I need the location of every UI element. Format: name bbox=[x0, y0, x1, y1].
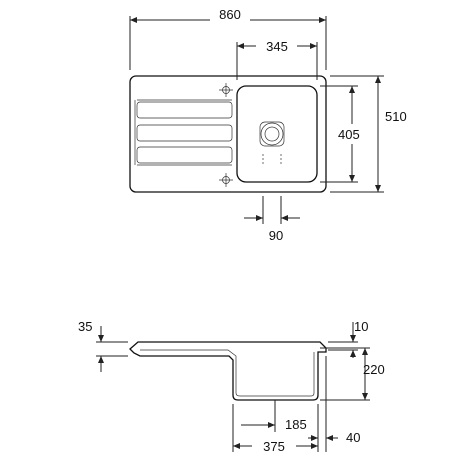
dim-label-bowl-depth: 405 bbox=[338, 127, 360, 142]
waste-outlet-icon bbox=[259, 121, 285, 166]
dim-rim-top: 10 bbox=[328, 319, 368, 358]
tap-hole-crosshair-icon bbox=[219, 83, 233, 97]
drainer-groove-3 bbox=[136, 146, 233, 164]
dim-overall-depth: 510 bbox=[330, 75, 412, 193]
dim-rim-height: 35 bbox=[78, 319, 128, 372]
dim-bowl-depth: 405 bbox=[320, 85, 360, 183]
dim-label-overall-width: 860 bbox=[219, 7, 241, 22]
side-view: 35 10 220 185 375 bbox=[78, 319, 385, 454]
dim-label-bowl-height: 220 bbox=[363, 362, 385, 377]
dim-label-bowl-outer: 375 bbox=[263, 439, 285, 454]
drainer-groove-2 bbox=[136, 124, 233, 142]
dim-label-overall-depth: 510 bbox=[385, 109, 407, 124]
dim-side-offset: 40 bbox=[308, 430, 360, 445]
dim-bowl-outer: 375 bbox=[233, 356, 327, 454]
dim-label-waste-center: 185 bbox=[285, 417, 307, 432]
dim-bowl-height: 220 bbox=[320, 347, 385, 401]
drainer-groove-1 bbox=[136, 101, 233, 119]
sink-profile-inner bbox=[140, 349, 315, 397]
dim-label-bowl-width: 345 bbox=[266, 39, 288, 54]
tap-hole-crosshair-icon bbox=[219, 173, 233, 187]
sink-outline-top bbox=[129, 75, 327, 193]
dim-bowl-width: 345 bbox=[236, 39, 318, 80]
dim-overall-width: 860 bbox=[129, 6, 327, 70]
top-view: 860 345 510 405 90 bbox=[129, 6, 412, 243]
dim-label-side-offset: 40 bbox=[346, 430, 360, 445]
sink-profile bbox=[129, 341, 327, 401]
dim-label-rim-height: 35 bbox=[78, 319, 92, 334]
dim-label-waste-offset: 90 bbox=[269, 228, 283, 243]
bowl-top bbox=[236, 85, 318, 183]
dim-waste-center: 185 bbox=[232, 400, 307, 452]
drainer-frame bbox=[134, 99, 232, 166]
dim-waste-offset: 90 bbox=[244, 196, 300, 243]
dim-label-rim-top: 10 bbox=[354, 319, 368, 334]
